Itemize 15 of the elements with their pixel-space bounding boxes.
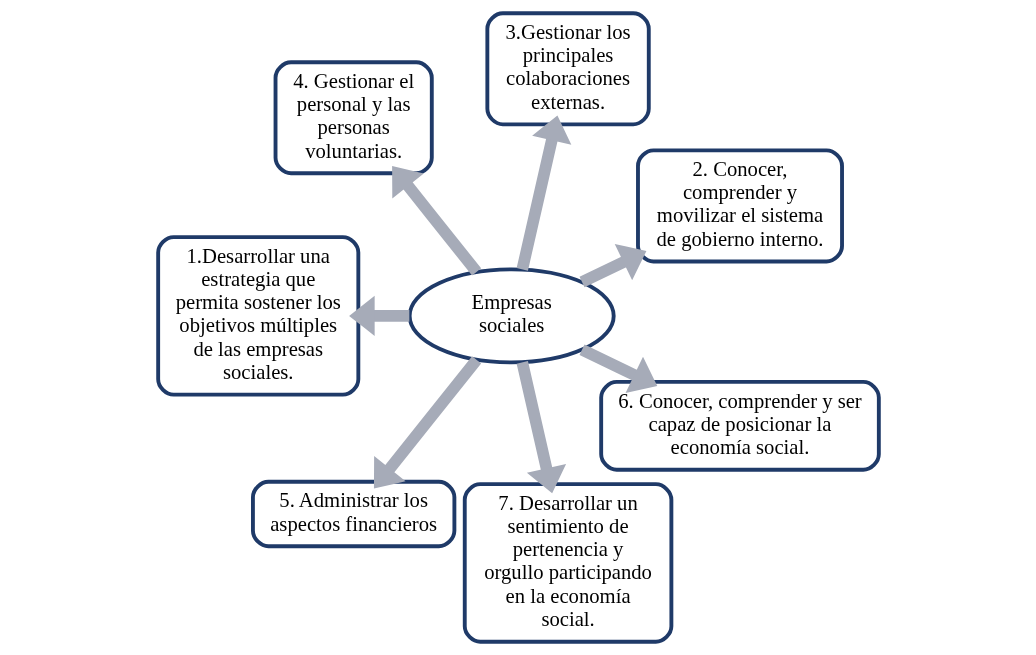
arrow (391, 165, 481, 276)
arrow (373, 356, 481, 489)
node-box: 3.Gestionar los principales colaboraciones externas. (484, 11, 651, 127)
arrow (516, 361, 566, 494)
node-box: 4. Gestionar el personal y las personas voluntarias. (273, 60, 434, 176)
arrow (579, 344, 657, 394)
arrow (579, 243, 646, 288)
arrow (516, 115, 571, 271)
node-box: 7. Desarrollar un sentimiento de pertenencia y orgullo participando en la economía social. (462, 482, 673, 644)
node-box: 6. Conocer, comprender y ser capaz de posicionar la economía social. (598, 380, 881, 472)
node-box: 2. Conocer, comprender y movilizar el sistema de gobierno interno. (635, 148, 844, 264)
arrow (348, 295, 409, 336)
node-box: 5. Administrar los aspectos financieros (250, 479, 456, 549)
node-ellipse: Empresas sociales (407, 267, 616, 365)
node-box: 1.Desarrollar una estrategia que permita sostener los objetivos múltiples de las empresas sociales. (155, 235, 360, 397)
